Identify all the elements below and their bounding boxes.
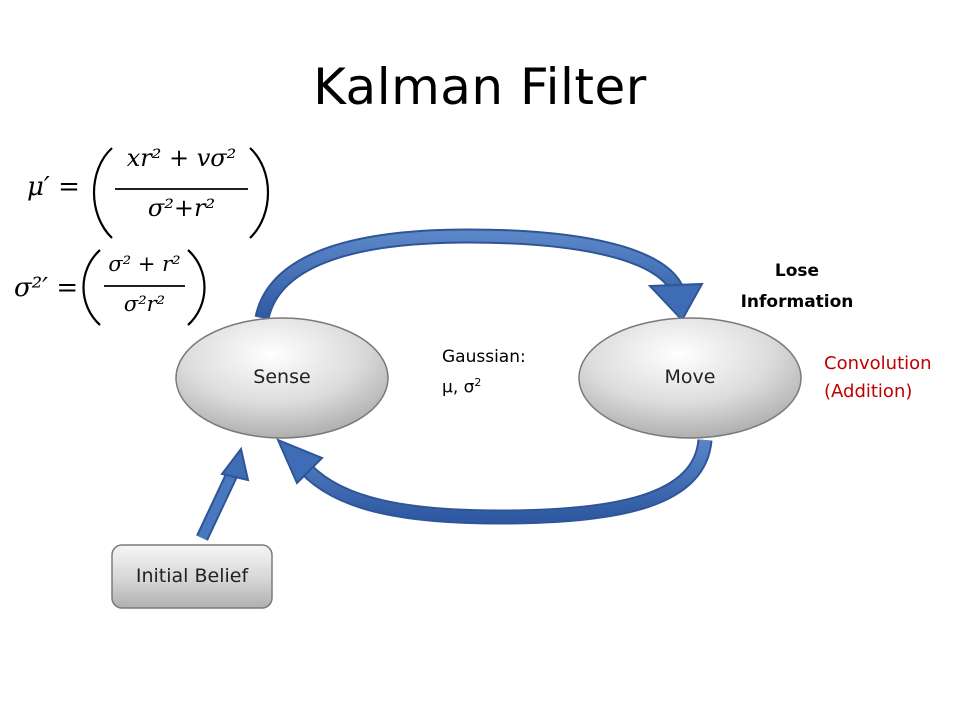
sigma-denominator: σ²r²	[123, 292, 166, 316]
convolution-line1: Convolution	[824, 353, 932, 374]
initial-belief-label: Initial Belief	[135, 565, 249, 587]
mu-equation-lhs: μ′ =	[27, 172, 80, 202]
mu-denominator: σ²+r²	[147, 194, 216, 222]
mu-equation-parens	[93, 147, 269, 239]
lose-line1: Lose	[774, 261, 820, 281]
sense-node-label: Sense	[253, 366, 311, 388]
sigma-numerator: σ² + r²	[108, 252, 181, 276]
sigma-equation-parens	[82, 249, 206, 326]
mu-numerator: xr² + vσ²	[126, 144, 237, 172]
gaussian-superscript: 2	[474, 376, 482, 389]
gaussian-line2: μ, σ2	[442, 370, 526, 401]
move-node-label: Move	[664, 366, 716, 388]
gaussian-annotation: Gaussian: μ, σ2	[442, 344, 526, 401]
top-curved-arrow	[254, 228, 704, 322]
lose-line2: Information	[740, 292, 854, 312]
move-node-shape	[578, 317, 802, 439]
lose-information-annotation: Lose Information	[727, 256, 867, 318]
sense-node-shape	[175, 317, 389, 439]
convolution-line2: (Addition)	[824, 381, 913, 402]
gaussian-line1: Gaussian:	[442, 347, 526, 367]
convolution-annotation: Convolution (Addition)	[824, 350, 932, 406]
initial-belief-arrow	[196, 446, 250, 541]
gaussian-params: μ, σ	[442, 377, 475, 398]
sigma-equation-lhs: σ²′ =	[14, 273, 79, 303]
bottom-curved-arrow	[276, 438, 713, 525]
initial-belief-shape	[111, 544, 273, 609]
page-title: Kalman Filter	[313, 58, 647, 116]
